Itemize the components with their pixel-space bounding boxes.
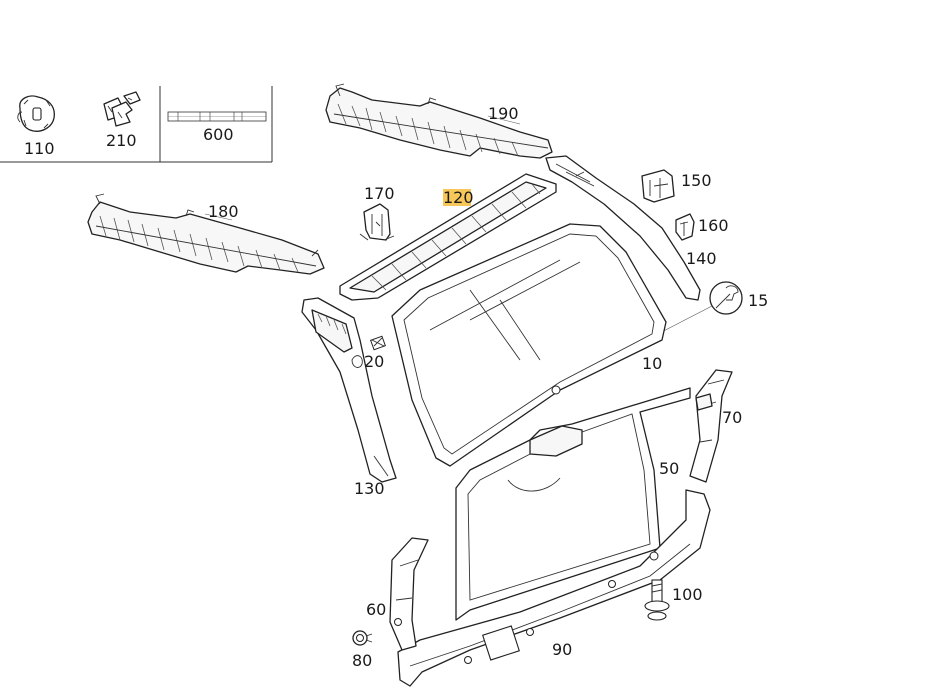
legend-label-210: 210	[106, 131, 137, 150]
callout-70: 70	[722, 408, 742, 427]
callout-90: 90	[552, 640, 572, 659]
trim-140	[545, 155, 701, 301]
rail-190	[325, 83, 553, 159]
callout-190: 190	[488, 104, 519, 123]
clip-170	[359, 203, 395, 241]
pad-20	[370, 335, 386, 351]
legend-label-110: 110	[24, 139, 55, 158]
strip-120	[339, 173, 557, 301]
callout-180: 180	[208, 202, 239, 221]
callout-20: 20	[364, 352, 384, 371]
bolt-100	[644, 579, 670, 621]
label-table-icon	[167, 111, 267, 122]
callout-80: 80	[352, 651, 372, 670]
rail-180	[87, 193, 325, 275]
callout-170: 170	[364, 184, 395, 203]
screw-80	[352, 630, 373, 646]
pillar-130	[301, 297, 397, 483]
pillar-70	[689, 369, 733, 483]
wrench-icon	[709, 281, 743, 315]
clip-icon	[17, 95, 55, 132]
pillar-60	[389, 537, 429, 651]
legend-label-600: 600	[203, 125, 234, 144]
callout-15: 15	[748, 291, 768, 310]
clip-cluster-icon	[103, 91, 141, 127]
clip-150	[641, 169, 675, 203]
callout-150: 150	[681, 171, 712, 190]
clip-160	[675, 213, 695, 241]
callout-140: 140	[686, 249, 717, 268]
callout-50: 50	[659, 459, 679, 478]
callout-130: 130	[354, 479, 385, 498]
legend-box: 110 210 600	[0, 86, 273, 163]
callout-160: 160	[698, 216, 729, 235]
callout-100: 100	[672, 585, 703, 604]
callout-60: 60	[366, 600, 386, 619]
panel-50	[455, 387, 691, 621]
highlight-120	[443, 189, 471, 206]
callout-10: 10	[642, 354, 662, 373]
callout-120: 120	[443, 188, 474, 207]
window-10	[391, 223, 667, 467]
sill-90	[397, 489, 711, 687]
